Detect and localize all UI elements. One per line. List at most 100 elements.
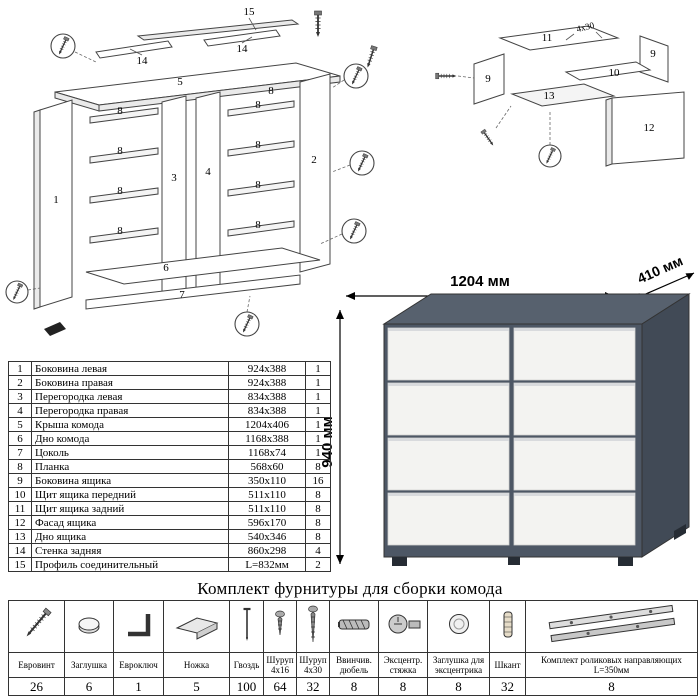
- screw-size-note: 4x30: [575, 20, 595, 34]
- part-label-9: 9: [650, 48, 656, 60]
- parts-cell-size: 834x388: [228, 403, 306, 418]
- parts-cell-size: 834x388: [228, 389, 306, 404]
- hardware-qty: 64: [263, 677, 297, 696]
- parts-cell-qty: 8: [305, 487, 331, 502]
- plinth-panel-7: [85, 274, 301, 310]
- parts-cell-size: 1204x406: [228, 417, 306, 432]
- parts-cell-size: 596x170: [228, 515, 306, 530]
- part-label-12: 12: [644, 122, 655, 134]
- part-label-8: 8: [117, 225, 123, 237]
- dresser-leg: [618, 557, 633, 566]
- furniture-leg-icon: [163, 600, 230, 653]
- hardware-qty: 32: [489, 677, 526, 696]
- part-label-1: 1: [53, 194, 59, 206]
- drawer-side-9-left: [473, 53, 505, 105]
- part-label-10: 10: [609, 67, 621, 79]
- parts-cell-qty: 1: [305, 445, 331, 460]
- dresser-side-face: [641, 293, 690, 558]
- part-label-8: 8: [255, 179, 261, 191]
- screw-4x16-icon: [263, 600, 297, 653]
- slat-8-panel: [89, 227, 159, 244]
- parts-cell-qty: 2: [305, 557, 331, 572]
- parts-cell-size: 568x60: [228, 459, 306, 474]
- dresser-leg: [674, 524, 686, 540]
- screw-in-dowel-icon: [329, 600, 379, 653]
- parts-cell-qty: 1: [305, 389, 331, 404]
- bottom-panel-6: [85, 247, 321, 285]
- part-label-2: 2: [311, 154, 317, 166]
- parts-cell-name: Щит ящика передний: [31, 487, 229, 502]
- parts-cell-qty: 1: [305, 431, 331, 446]
- part-label-4: 4: [205, 166, 211, 178]
- parts-cell-name: Стенка задняя: [31, 543, 229, 558]
- profile-15-panel: [136, 19, 300, 41]
- hardware-qty: 8: [525, 677, 698, 696]
- screw-4x30-icon: [296, 600, 330, 653]
- part-label-8: 8: [255, 139, 261, 151]
- parts-cell-num: 3: [8, 389, 32, 404]
- parts-cell-num: 1: [8, 361, 32, 376]
- parts-cell-num: 7: [8, 445, 32, 460]
- side-panel-2: [299, 73, 331, 273]
- part-label-14: 14: [237, 43, 249, 55]
- parts-cell-qty: 4: [305, 543, 331, 558]
- parts-cell-qty: 8: [305, 515, 331, 530]
- parts-cell-name: Дно комода: [31, 431, 229, 446]
- parts-cell-num: 2: [8, 375, 32, 390]
- hardware-name: Ввинчив. дюбель: [329, 652, 379, 678]
- drawer-exploded-diagram: 11 4x30 9 9 10 13 12: [434, 20, 685, 168]
- assembly-exploded-diagram: 15 14 14 5 8 1 3 4 2 8 8 8 8 8 8 8 8 6 7: [5, 6, 379, 337]
- part-label-14: 14: [137, 55, 149, 67]
- part-label-8: 8: [117, 185, 123, 197]
- furniture-leg-icon: [44, 322, 66, 336]
- parts-cell-size: 1168x74: [228, 445, 306, 460]
- side-panel-1: [39, 99, 73, 308]
- hardware-name: Шкант: [489, 652, 526, 678]
- parts-cell-qty: 8: [305, 529, 331, 544]
- parts-cell-num: 15: [8, 557, 32, 572]
- parts-cell-name: Перегородка левая: [31, 389, 229, 404]
- part-label-3: 3: [171, 172, 177, 184]
- confirmat-screw-icon: [8, 600, 65, 653]
- part-label-8: 8: [255, 99, 261, 111]
- hex-key-icon: [113, 600, 164, 653]
- hardware-name: Комплект роликовых направляющих L=350мм: [525, 652, 698, 678]
- part-label-8: 8: [255, 219, 261, 231]
- slat-8-panel: [89, 187, 159, 204]
- hardware-name: Шуруп 4x16: [263, 652, 297, 678]
- hardware-name: Евроключ: [113, 652, 164, 678]
- part-label-13: 13: [544, 90, 556, 102]
- screw-callout: [5, 280, 29, 304]
- parts-cell-num: 13: [8, 529, 32, 544]
- parts-cell-name: Боковина правая: [31, 375, 229, 390]
- drawer-back-shield-11: [498, 25, 620, 51]
- parts-cell-num: 12: [8, 515, 32, 530]
- part-label-6: 6: [163, 262, 169, 274]
- parts-cell-name: Перегородка правая: [31, 403, 229, 418]
- part-label-8: 8: [117, 145, 123, 157]
- parts-cell-qty: 1: [305, 361, 331, 376]
- part-label-15: 15: [244, 6, 256, 18]
- drawer-front-shield-10: [564, 61, 652, 81]
- drawer-facade-12: [611, 91, 685, 165]
- part-label-11: 11: [542, 32, 553, 44]
- part-label-8: 8: [117, 105, 123, 117]
- side-panel-1-edge: [33, 109, 41, 310]
- width-dimension-label: 1204 мм: [450, 273, 510, 290]
- hardware-name: Ножка: [163, 652, 230, 678]
- slat-8-panel: [227, 140, 295, 157]
- slat-8-panel: [227, 180, 295, 197]
- parts-cell-num: 8: [8, 459, 32, 474]
- cam-lock-icon: [378, 600, 428, 653]
- parts-cell-name: Щит ящика задний: [31, 501, 229, 516]
